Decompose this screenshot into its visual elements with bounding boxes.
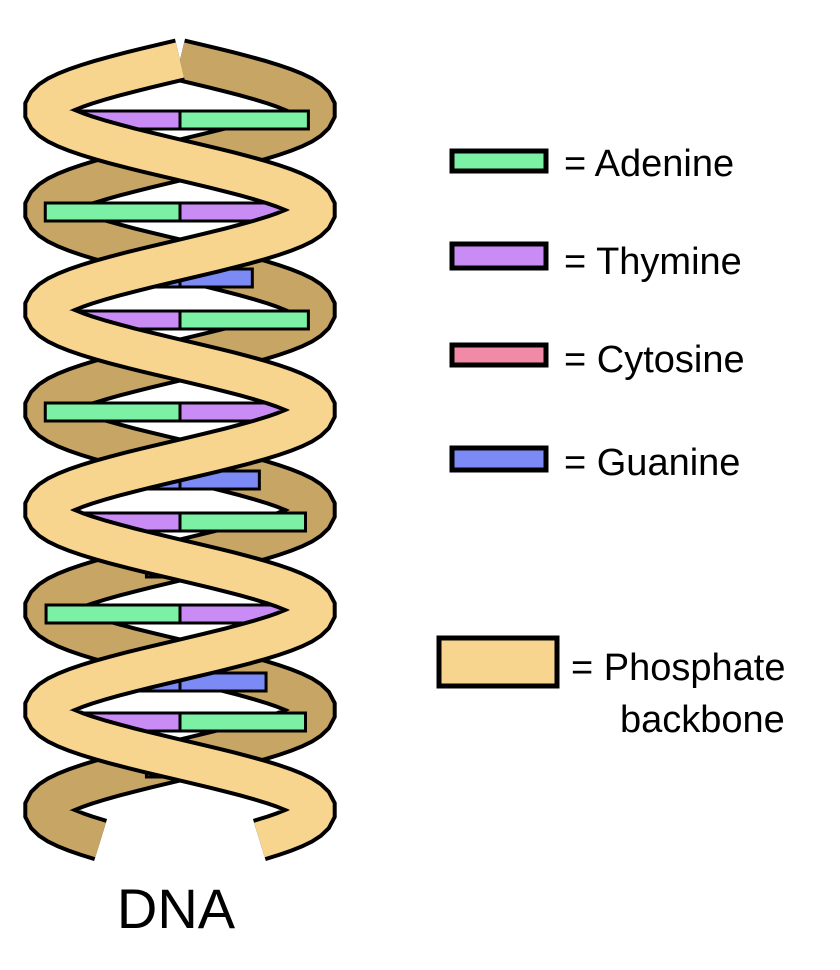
adenine-base bbox=[43, 201, 182, 223]
adenine-base bbox=[43, 401, 182, 423]
adenine-base bbox=[178, 309, 310, 331]
front-strand-fill bbox=[27, 42, 333, 858]
adenine-base bbox=[178, 511, 308, 533]
adenine-label: = Adenine bbox=[564, 143, 734, 185]
adenine-base bbox=[178, 109, 310, 131]
dna-title: DNA bbox=[117, 877, 236, 940]
cytosine-swatch bbox=[449, 342, 549, 368]
guanine-swatch bbox=[449, 445, 549, 473]
thymine-swatch bbox=[449, 241, 549, 271]
legend: = Adenine = Thymine = Cytosine = Guanine… bbox=[436, 143, 785, 741]
legend-item-cytosine: = Cytosine bbox=[449, 339, 745, 381]
backbone-label-line2: backbone bbox=[620, 699, 785, 741]
legend-item-guanine: = Guanine bbox=[449, 442, 740, 484]
cytosine-label: = Cytosine bbox=[564, 339, 745, 381]
thymine-label: = Thymine bbox=[564, 241, 742, 283]
guanine-label: = Guanine bbox=[564, 442, 740, 484]
legend-item-backbone: = Phosphate backbone bbox=[436, 635, 785, 741]
front-backbone-strand bbox=[23, 38, 337, 862]
legend-item-adenine: = Adenine bbox=[449, 143, 734, 185]
adenine-swatch bbox=[449, 148, 549, 174]
legend-item-thymine: = Thymine bbox=[449, 241, 742, 283]
adenine-base bbox=[44, 603, 182, 625]
backbone-swatch bbox=[436, 635, 560, 689]
adenine-base bbox=[178, 711, 308, 733]
backbone-label-line1: = Phosphate bbox=[571, 647, 785, 689]
